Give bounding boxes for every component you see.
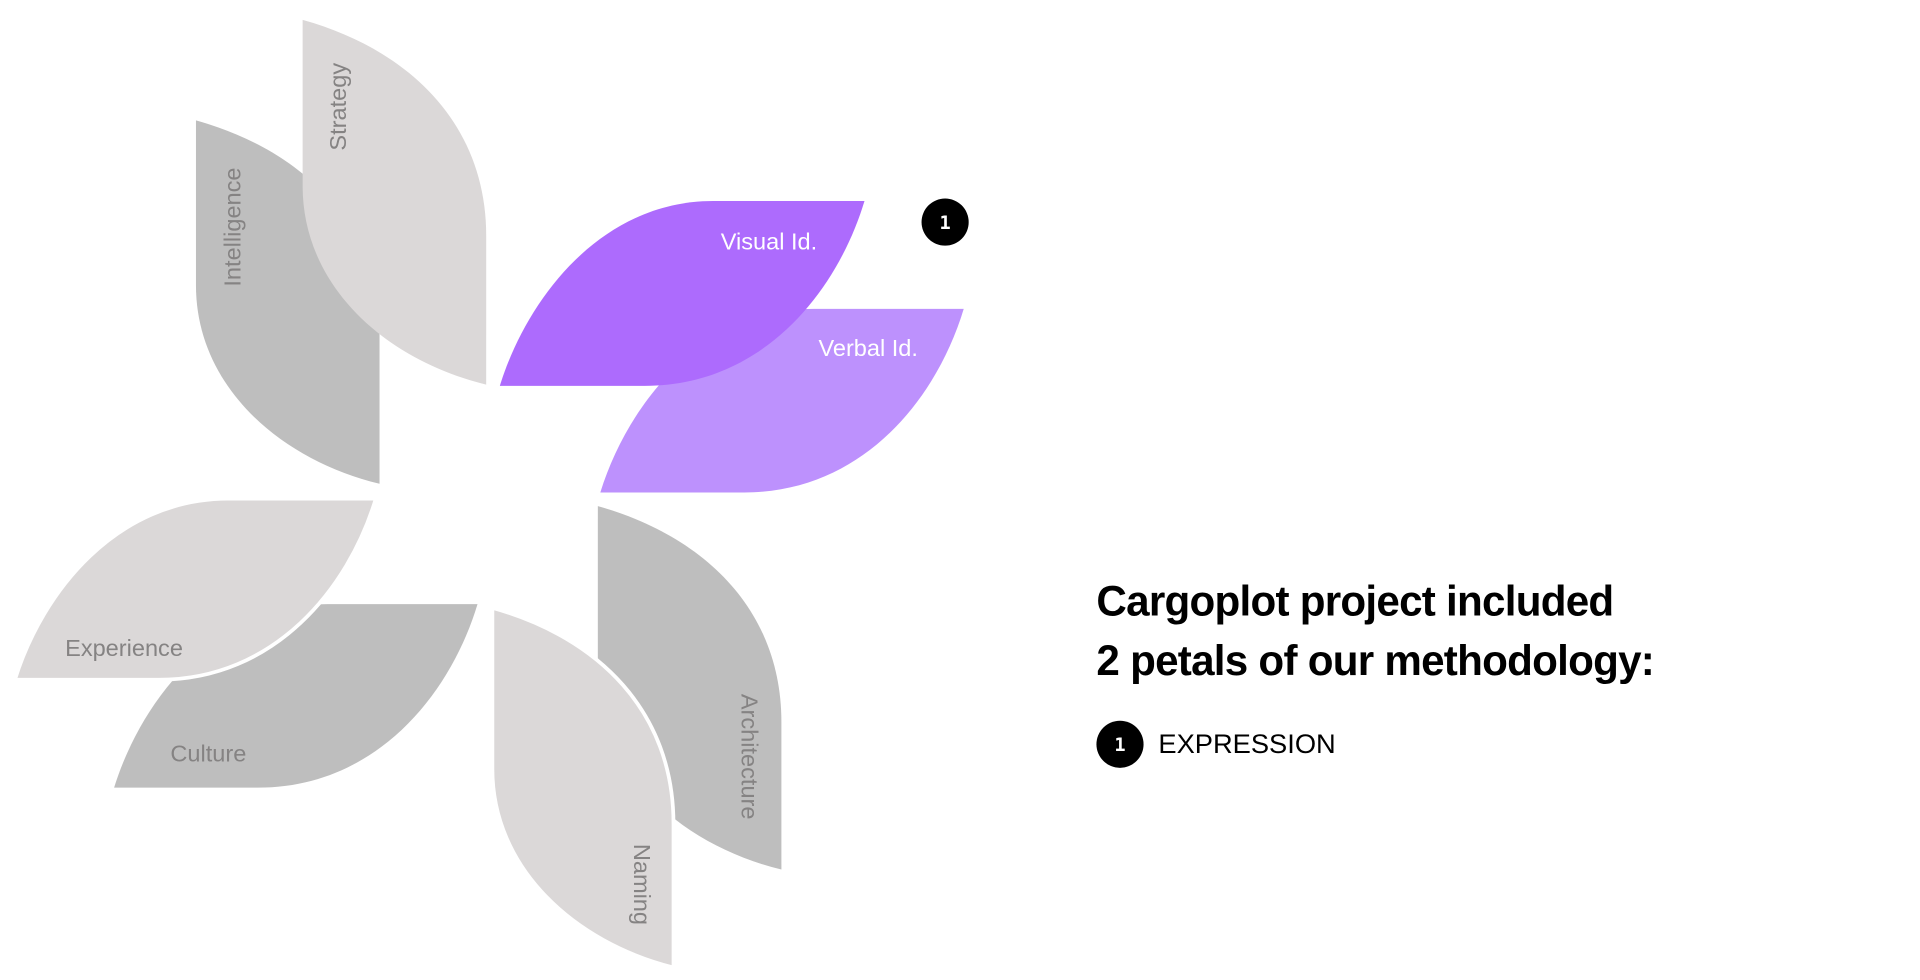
petal-label-intelligence: Intelligence (220, 167, 246, 286)
petal-label-architecture: Architecture (737, 694, 763, 820)
summary-headline-line1: Cargoplot project included (1096, 577, 1613, 624)
summary-item-number: 1 (1114, 735, 1125, 756)
petal-label-naming: Naming (629, 844, 655, 925)
summary-item: 1 EXPRESSION (1096, 720, 1336, 768)
summary-item-label: EXPRESSION (1158, 728, 1335, 759)
group-badge: 1 (921, 198, 969, 246)
petal-label-verbal-identity: Verbal Id. (818, 335, 917, 361)
petal-experience[interactable] (12, 496, 379, 682)
petal-strategy[interactable] (302, 19, 487, 385)
petal-label-culture: Culture (170, 741, 246, 767)
group-badge-number: 1 (940, 213, 951, 234)
petal-label-visual-identity: Visual Id. (721, 228, 817, 254)
petal-visual-identity[interactable] (499, 201, 865, 386)
summary-headline-line2: 2 petals of our methodology: (1096, 637, 1654, 684)
petal-label-strategy: Strategy (325, 63, 351, 151)
petal-label-experience: Experience (65, 635, 183, 661)
petal-naming[interactable] (490, 605, 676, 970)
